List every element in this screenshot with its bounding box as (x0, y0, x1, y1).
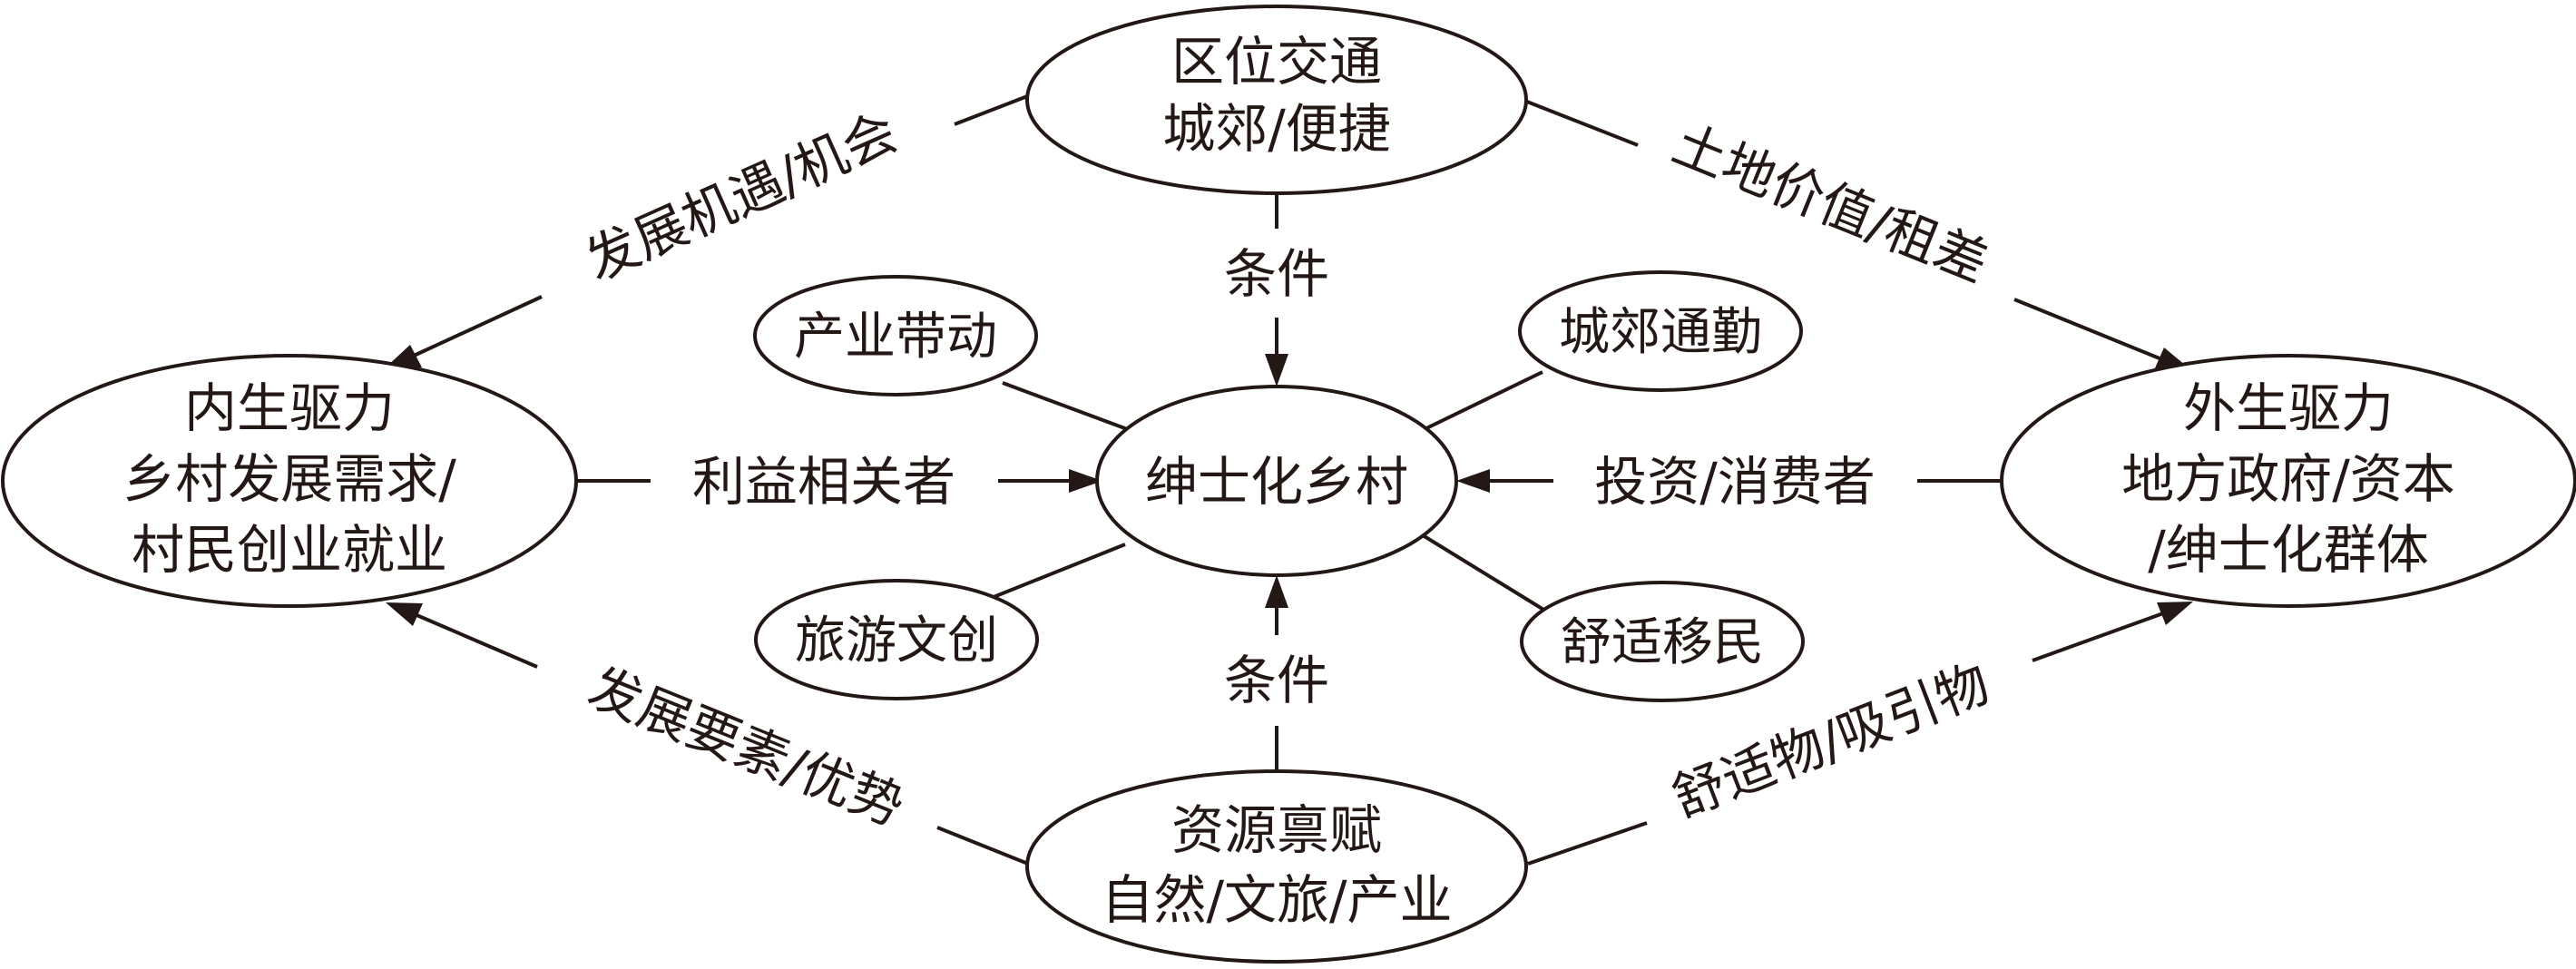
edge-label-top-to-right: 土地价值/租差 (1664, 113, 1996, 295)
arrowhead-bottom-to-center (1265, 575, 1288, 608)
node-top-line-2: 城郊/便捷 (1162, 98, 1391, 160)
satellite-lower-left-label: 旅游文创 (795, 612, 998, 670)
satellite-lower-left-ellipse (754, 579, 1039, 700)
arrowhead-left-to-center (1069, 469, 1102, 493)
arrowhead-bottom-to-left (386, 602, 423, 626)
satellite-line-lower-right (1421, 533, 1547, 612)
node-left-ellipse (1, 354, 578, 608)
edge-line-bottom-to-right-upper (2032, 612, 2164, 662)
edge-label-left-to-center: 利益相关者 (692, 451, 955, 513)
node-bottom-line-1: 资源禀赋 (1171, 799, 1382, 861)
satellite-upper-left-label: 产业带动 (794, 308, 997, 367)
node-right-ellipse (2000, 354, 2576, 608)
node-center-ellipse (1095, 385, 1458, 577)
arrowhead-right-to-center (1456, 469, 1490, 493)
arrowhead-bottom-to-right (2157, 602, 2193, 625)
node-right-line-3: /绅士化群体 (2148, 519, 2429, 581)
edge-line-top-to-right (1510, 93, 1639, 147)
edge-line-bottom-to-left-lower (936, 826, 1029, 866)
edge-label-top-to-center: 条件 (1224, 243, 1329, 305)
edge-label-top-to-left: 发展机遇/机会 (576, 101, 906, 293)
arrowhead-top-to-center (1265, 354, 1288, 387)
node-right-line-1: 外生驱力 (2183, 377, 2394, 439)
satellite-lower-right-label: 舒适移民 (1561, 613, 1764, 672)
satellite-upper-right-ellipse (1518, 270, 1803, 392)
node-right-line-2: 地方政府/资本 (2121, 448, 2455, 510)
satellite-upper-left-ellipse (753, 275, 1038, 396)
satellite-line-upper-left (1002, 381, 1131, 432)
node-top-line-1: 区位交通 (1171, 31, 1382, 93)
edge-label-bottom-to-center: 条件 (1224, 650, 1329, 711)
node-center-line-1: 绅士化乡村 (1145, 451, 1408, 513)
satellite-upper-right-label: 城郊通勤 (1559, 303, 1762, 362)
node-top-ellipse (1025, 5, 1528, 195)
node-left-line-3: 村民创业就业 (132, 519, 447, 581)
edge-line-top-to-right-lower (2013, 298, 2160, 360)
edge-line-bottom-to-left-upper (414, 612, 538, 669)
arrowhead-top-to-left (386, 345, 422, 367)
satellite-lower-right-ellipse (1520, 581, 1805, 702)
edge-label-right-to-center: 投资/消费者 (1594, 451, 1876, 513)
node-bottom-line-2: 自然/文旅/产业 (1101, 869, 1452, 931)
edge-line-top-to-left (954, 93, 1031, 126)
edge-line-bottom-to-right-lower (1527, 821, 1648, 866)
node-bottom-ellipse (1025, 769, 1528, 964)
satellite-line-upper-right (1422, 370, 1543, 432)
node-left-line-2: 乡村发展需求/ (122, 448, 456, 510)
node-left-line-1: 内生驱力 (184, 377, 395, 439)
edge-line-top-to-left-lower (413, 295, 543, 357)
satellite-line-lower-left (993, 543, 1126, 599)
